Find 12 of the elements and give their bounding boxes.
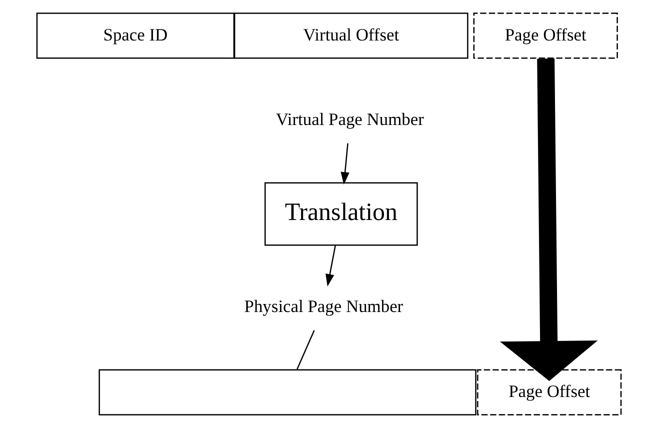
node-box: Space ID: [36, 12, 234, 59]
node-text: Physical Page Number: [244, 296, 403, 316]
connector: [296, 330, 314, 370]
arrow: [325, 245, 336, 287]
arrow: [499, 58, 598, 381]
node-box: Virtual Offset: [233, 12, 468, 59]
node-box: Translation: [264, 182, 418, 246]
node-box: Page Offset: [472, 12, 618, 59]
node-text: Virtual Page Number: [275, 109, 424, 130]
node-box: [98, 369, 476, 416]
node-box: Page Offset: [476, 369, 622, 416]
arrow: [340, 143, 349, 185]
